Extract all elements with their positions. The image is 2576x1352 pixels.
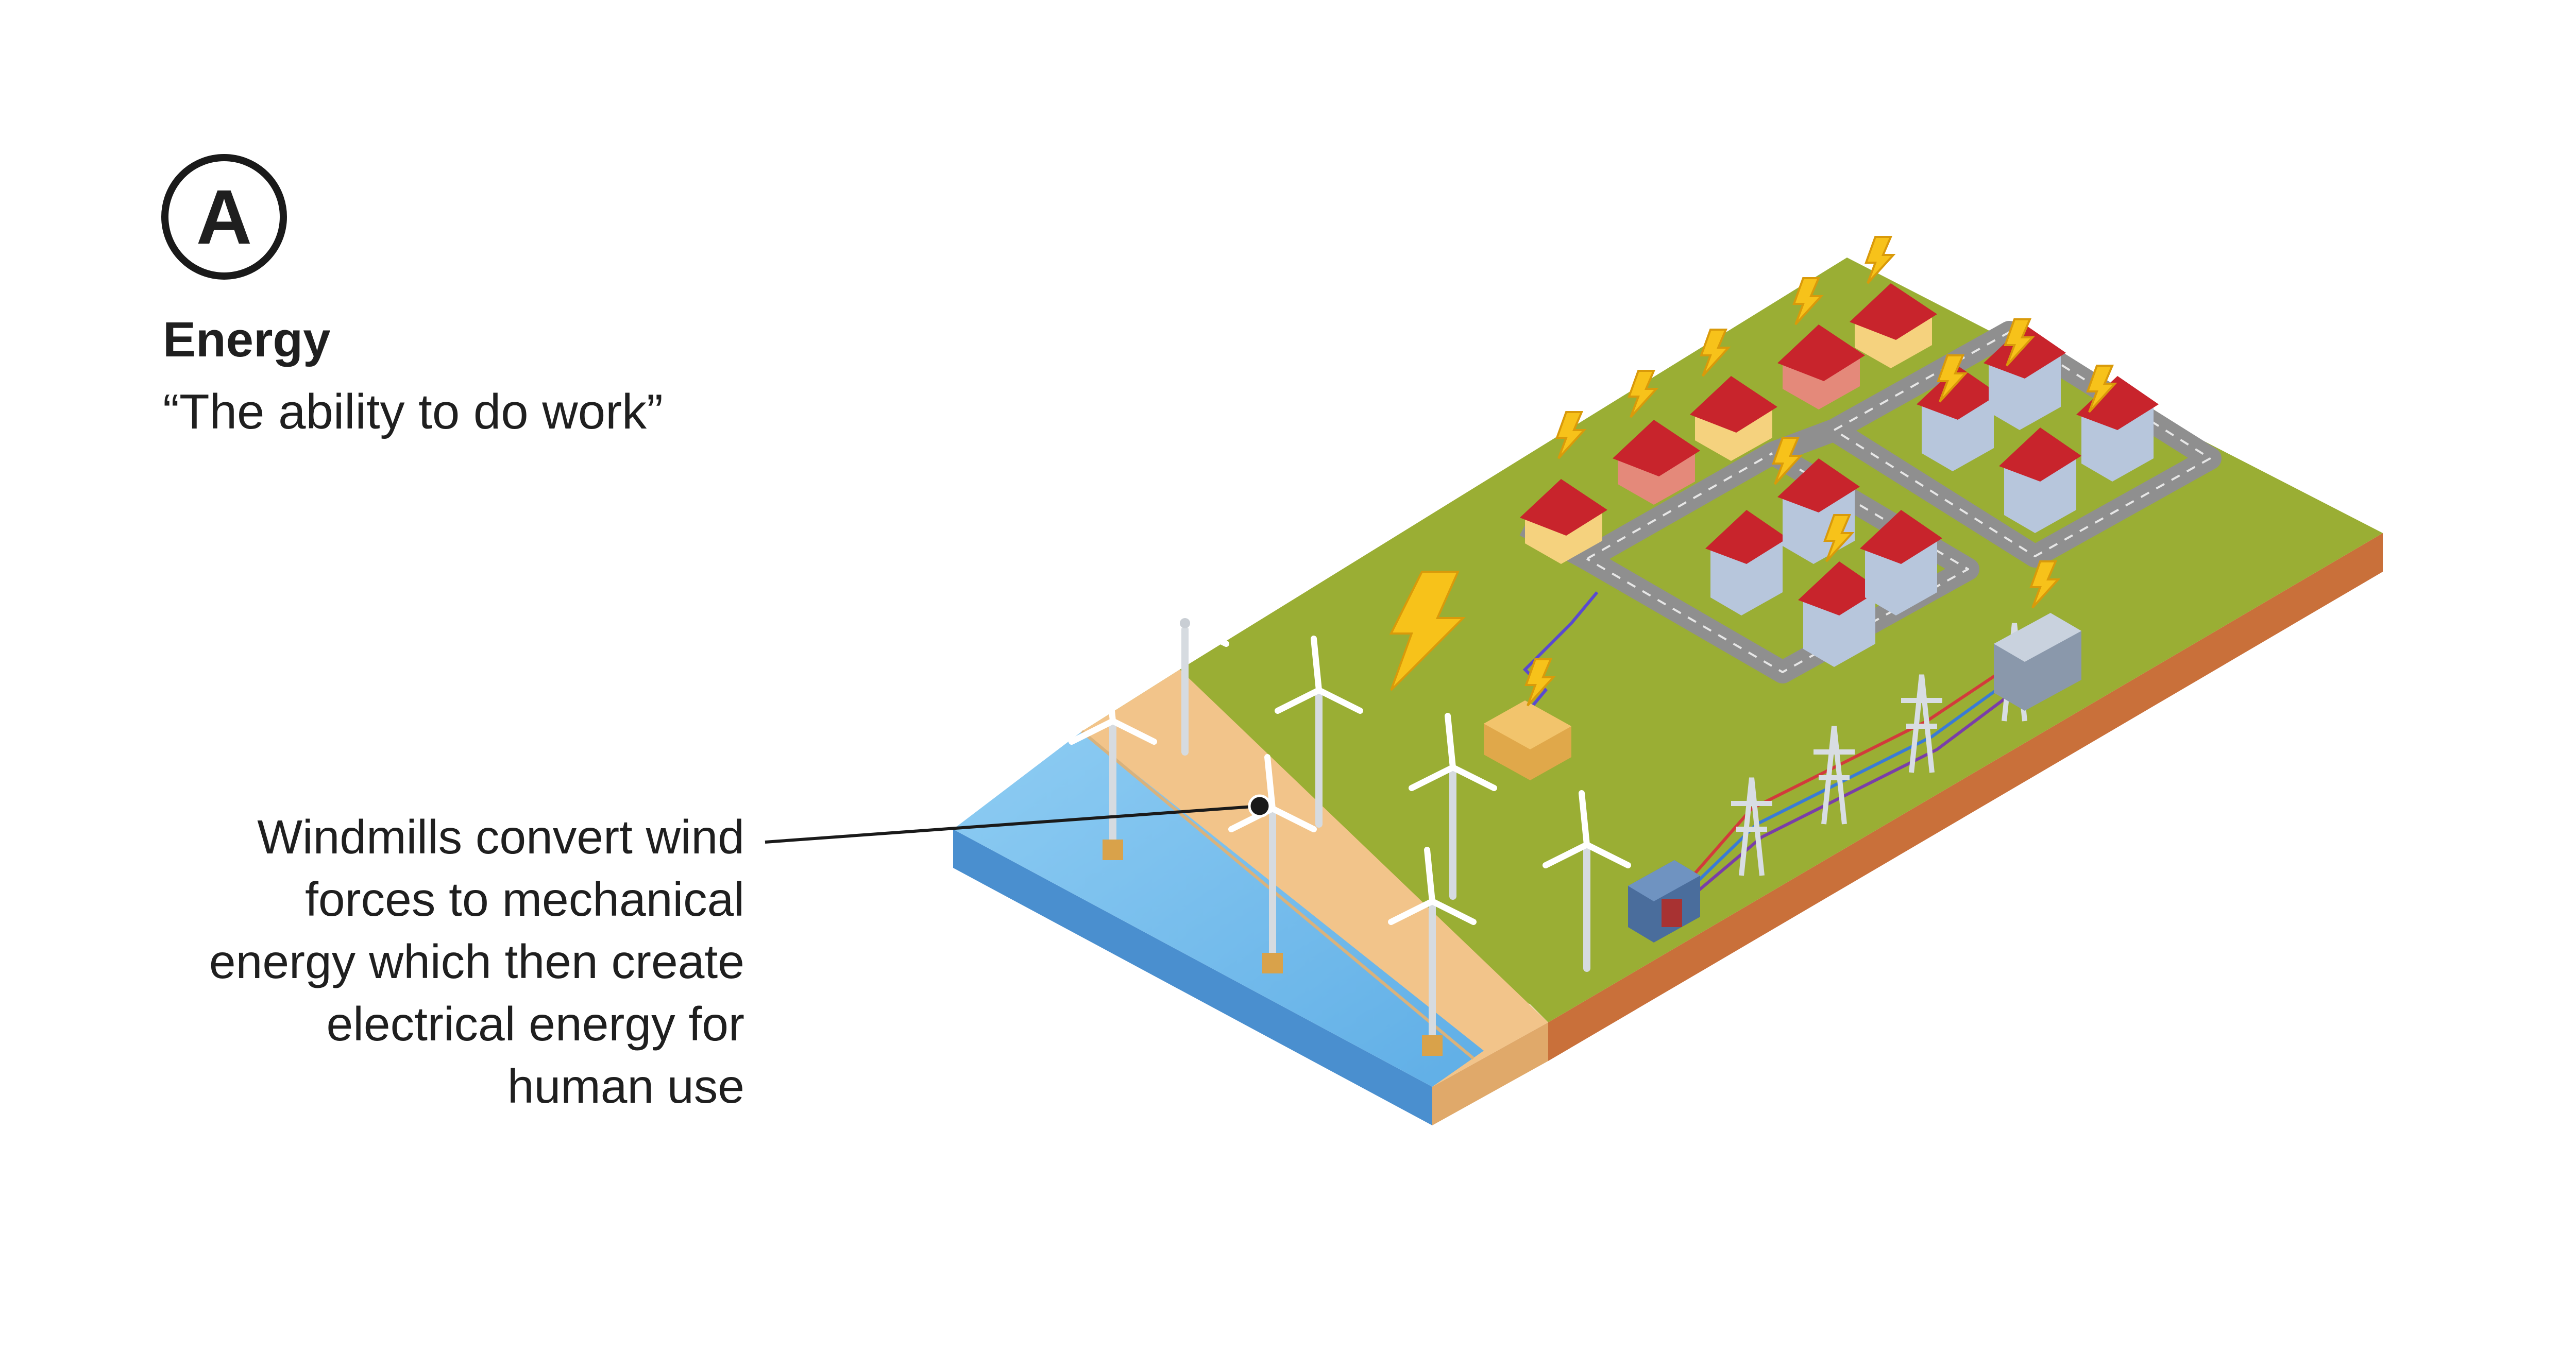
substation-icon bbox=[1628, 860, 1700, 943]
panel-subtitle: “The ability to do work” bbox=[163, 384, 664, 439]
windmill-annotation: Windmills convert wind forces to mechani… bbox=[126, 806, 744, 1118]
lightning-bolt-icon bbox=[1865, 236, 1896, 284]
house-icon bbox=[1999, 427, 2081, 533]
house-icon bbox=[1777, 324, 1865, 409]
lightning-bolt-icon bbox=[2004, 318, 2035, 367]
annotation-line: Windmills convert wind bbox=[257, 810, 744, 864]
annotation-pointer-dot bbox=[1248, 794, 1272, 818]
lightning-bolt-icon bbox=[1792, 277, 1824, 326]
house-icon bbox=[2076, 376, 2159, 482]
house-row bbox=[1520, 283, 1937, 564]
lightning-bolt-icon bbox=[1937, 354, 1968, 403]
wind-turbine-icon bbox=[1275, 636, 1363, 828]
wind-turbine-icon bbox=[1388, 847, 1477, 1056]
sand-side bbox=[1432, 1022, 1548, 1125]
substation-icon bbox=[1994, 613, 2081, 711]
annotation-line: electrical energy for bbox=[326, 997, 744, 1051]
townhouse-block-left bbox=[1705, 458, 1942, 667]
annotation-leader bbox=[765, 794, 1272, 844]
wind-turbine-icon bbox=[1228, 754, 1317, 973]
townhouse-block-right bbox=[1917, 324, 2159, 533]
lightning-bolt-icon bbox=[1555, 411, 1587, 459]
house-icon bbox=[1850, 283, 1937, 368]
annotation-line: forces to mechanical bbox=[305, 872, 744, 926]
soil-side bbox=[1548, 533, 2383, 1061]
lightning-bolts bbox=[1389, 236, 2117, 707]
power-pylon-icon bbox=[1814, 726, 1855, 825]
panel-title: Energy bbox=[163, 312, 331, 367]
house-icon bbox=[1860, 510, 1942, 615]
house-icon bbox=[1520, 479, 1607, 564]
house-icon bbox=[1984, 324, 2066, 430]
annotation-line: energy which then create bbox=[209, 935, 744, 988]
house-icon bbox=[1690, 376, 1777, 461]
power-pylon-icon bbox=[1901, 674, 1942, 773]
water-side bbox=[953, 829, 1432, 1125]
lightning-bolt-icon bbox=[2086, 365, 2117, 413]
lightning-bolt-icon bbox=[1772, 437, 1803, 485]
house-icon bbox=[1798, 561, 1880, 667]
lightning-bolt-icon bbox=[1628, 370, 1659, 418]
lightning-bolt-icon bbox=[1524, 658, 1556, 707]
wind-turbines bbox=[1069, 569, 1631, 1056]
wind-turbine-icon bbox=[1543, 790, 1631, 972]
terrain-platform bbox=[953, 258, 2383, 1125]
panel-badge-letter: A bbox=[196, 174, 252, 260]
lightning-bolt-icon bbox=[1700, 329, 1731, 377]
wind-turbine-icon bbox=[1409, 713, 1497, 900]
wind-turbine-icon bbox=[1069, 666, 1157, 860]
power-pylon-icon bbox=[1731, 777, 1772, 876]
lightning-bolt-icon bbox=[1389, 571, 1466, 691]
house-icon bbox=[1613, 420, 1700, 505]
house-icon bbox=[1705, 510, 1788, 615]
wind-turbine-icon bbox=[1141, 569, 1229, 756]
generator-shed-icon bbox=[1484, 700, 1571, 780]
annotation-line: human use bbox=[507, 1059, 744, 1113]
lightning-bolt-icon bbox=[2029, 560, 2061, 609]
lightning-bolt-icon bbox=[1823, 514, 1855, 562]
shoreline bbox=[1081, 730, 1475, 1060]
